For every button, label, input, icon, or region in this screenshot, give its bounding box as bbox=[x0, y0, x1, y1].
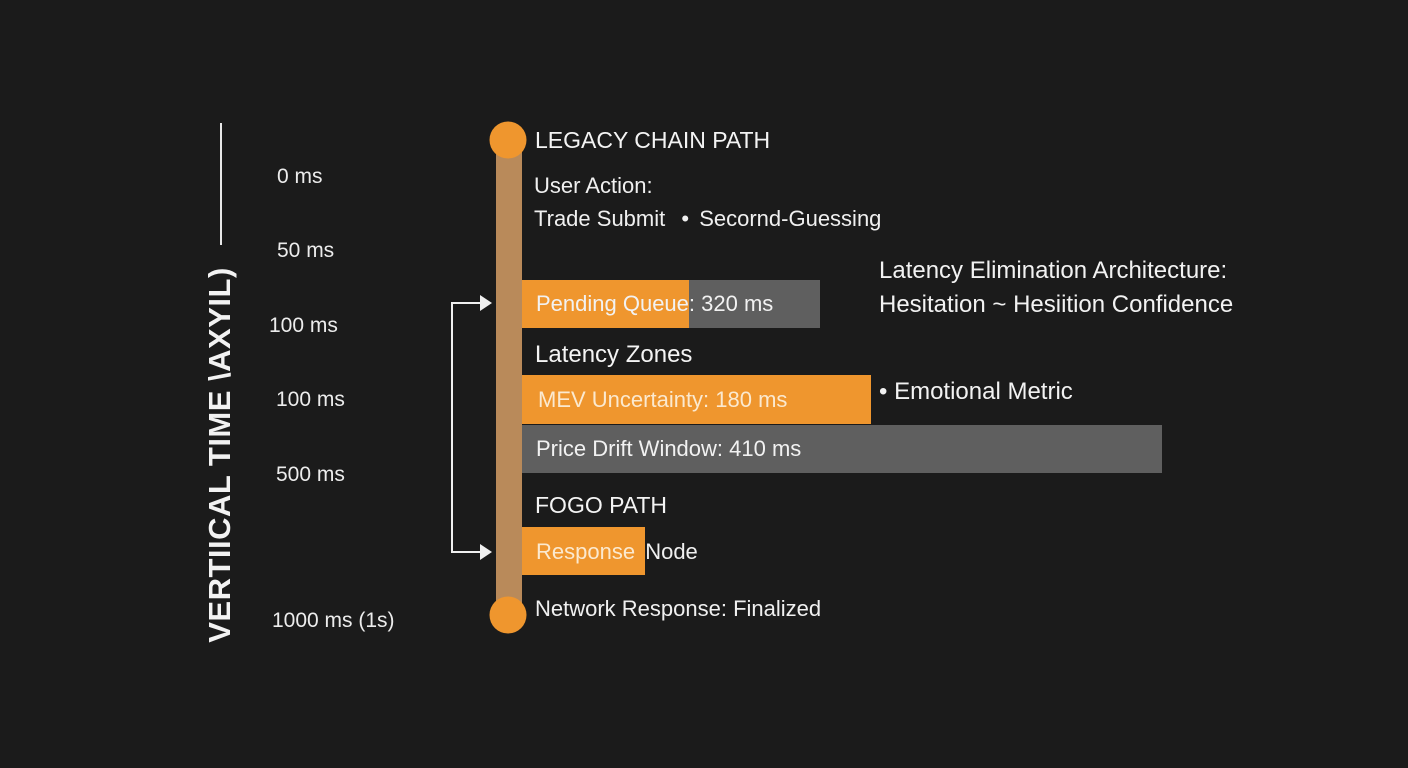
end-node-dot bbox=[489, 596, 527, 634]
mev-uncertainty-bar: MEV Uncertainty: 180 ms bbox=[522, 375, 871, 424]
pending-queue-label: Pending Queue: 320 ms bbox=[536, 291, 774, 316]
bullet: • bbox=[681, 206, 690, 231]
axis-tick: 100 ms bbox=[269, 314, 338, 337]
axis-tick: 500 ms bbox=[276, 463, 345, 486]
latency-zones-heading: Latency Zones bbox=[535, 341, 693, 368]
user-action-item: Trade Submit bbox=[534, 206, 666, 231]
axis-tick: 50 ms bbox=[277, 239, 335, 262]
axis-tick: 100 ms bbox=[276, 388, 345, 411]
mev-uncertainty-label: MEV Uncertainty: 180 ms bbox=[538, 386, 788, 412]
bracket-arrow-icon bbox=[451, 295, 492, 560]
response-highlight-text: Response bbox=[536, 539, 636, 564]
axis-tick: 1000 ms (1s) bbox=[272, 609, 395, 632]
user-action-label: User Action: bbox=[534, 173, 653, 198]
user-action-item: Secornd-Guessing bbox=[699, 206, 882, 231]
axis-title: VERTIICAL TIME \AXYIL) bbox=[202, 267, 237, 643]
pending-queue-bar: Pending Queue: 320 ms bbox=[522, 280, 820, 328]
price-drift-bar: Price Drift Window: 410 ms bbox=[522, 425, 1162, 473]
response-rest-text: Node bbox=[645, 539, 698, 564]
emotional-metric-note: • Emotional Metric bbox=[879, 378, 1073, 405]
timeline-rail bbox=[496, 140, 522, 615]
response-node-highlight bbox=[522, 527, 645, 575]
axis-line bbox=[220, 123, 222, 245]
network-response-final: Network Response: Finalized bbox=[535, 596, 822, 621]
axis-tick: 0 ms bbox=[277, 165, 323, 188]
start-node-dot bbox=[489, 121, 527, 159]
fogo-heading: FOGO PATH bbox=[535, 492, 668, 518]
side-title-line2: Hesitation ~ Hesiition Confidence bbox=[879, 291, 1234, 318]
pending-queue-fill bbox=[522, 280, 689, 328]
legacy-heading: LEGACY CHAIN PATH bbox=[535, 127, 771, 153]
price-drift-label: Price Drift Window: 410 ms bbox=[536, 436, 802, 461]
user-action-items: Trade Submit • Secornd-Guessing bbox=[534, 206, 881, 232]
side-title-line1: Latency Elimination Architecture: bbox=[879, 257, 1228, 284]
response-node-label: Response Node bbox=[536, 539, 698, 565]
